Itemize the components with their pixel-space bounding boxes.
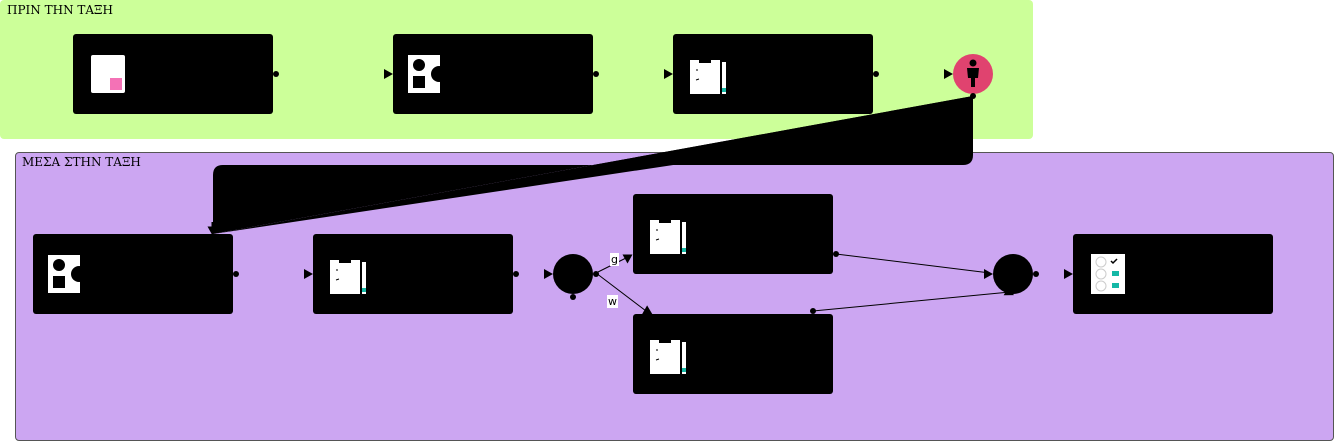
port-out bbox=[873, 71, 879, 77]
shapes-icon bbox=[48, 255, 87, 293]
arrow-in bbox=[1064, 269, 1073, 279]
arrow-in bbox=[944, 69, 953, 79]
arrow-in bbox=[544, 269, 553, 279]
person-icon bbox=[967, 59, 979, 87]
branch-line-bottom bbox=[595, 272, 651, 315]
activity-block-clipboard[interactable] bbox=[673, 34, 873, 114]
port-out bbox=[970, 93, 976, 99]
port-out bbox=[233, 271, 239, 277]
loop-connector-band bbox=[213, 96, 973, 234]
clipboard-pencil-icon bbox=[650, 218, 686, 254]
activity-block-shapes[interactable] bbox=[393, 34, 593, 114]
activity-block-checklist[interactable] bbox=[1073, 234, 1273, 314]
lane-title: ΠΡΙΝ ΤΗΝ ΤΑΞΗ bbox=[7, 3, 113, 17]
merge-gate[interactable] bbox=[993, 254, 1033, 294]
clipboard-pencil-icon bbox=[650, 338, 686, 374]
arrow-in bbox=[984, 269, 993, 279]
activity-block-clipboard[interactable] bbox=[633, 314, 833, 394]
merge-line-top bbox=[835, 253, 991, 274]
edge-label-top: g bbox=[610, 253, 619, 266]
port-out bbox=[593, 71, 599, 77]
merge-line-bottom bbox=[812, 291, 1011, 312]
branch-gate[interactable] bbox=[553, 254, 593, 294]
port-out bbox=[1033, 271, 1039, 277]
port-out bbox=[593, 271, 599, 277]
shapes-icon bbox=[408, 55, 447, 93]
clipboard-pencil-icon bbox=[690, 58, 726, 94]
checklist-icon bbox=[1091, 254, 1125, 294]
person-node[interactable] bbox=[953, 54, 993, 94]
document-icon bbox=[91, 55, 125, 93]
arrow-in bbox=[664, 69, 673, 79]
port-out bbox=[273, 71, 279, 77]
port-out bbox=[833, 251, 839, 257]
arrow-in bbox=[622, 254, 633, 264]
clipboard-pencil-icon bbox=[330, 258, 366, 294]
port-out bbox=[570, 294, 576, 300]
activity-block-document[interactable] bbox=[73, 34, 273, 114]
arrow-in bbox=[304, 269, 313, 279]
lane-title: ΜΕΣΑ ΣΤΗΝ ΤΑΞΗ bbox=[22, 155, 141, 169]
arrow-in bbox=[384, 69, 393, 79]
activity-block-clipboard[interactable] bbox=[633, 194, 833, 274]
activity-block-clipboard[interactable] bbox=[313, 234, 513, 314]
port-out bbox=[810, 308, 816, 314]
port-out bbox=[513, 271, 519, 277]
activity-block-shapes[interactable] bbox=[33, 234, 233, 314]
edge-label-bottom: w bbox=[607, 295, 618, 308]
